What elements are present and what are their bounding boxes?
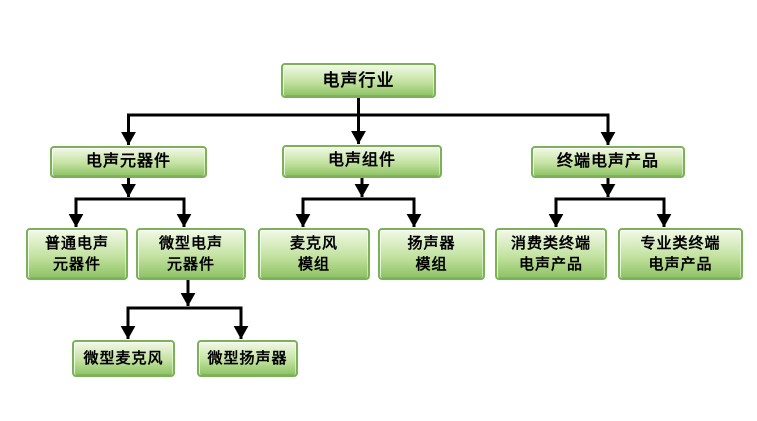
node-electroacoustic-modules: 电声组件 bbox=[282, 145, 442, 178]
node-microphone-module: 麦克风 模组 bbox=[258, 228, 370, 280]
node-micro-speaker: 微型扬声器 bbox=[197, 340, 298, 377]
node-electroacoustic-components: 电声元器件 bbox=[50, 146, 207, 178]
node-speaker-module: 扬声器 模组 bbox=[378, 228, 485, 280]
node-electroacoustic-industry: 电声行业 bbox=[281, 63, 436, 98]
node-micro-microphone: 微型麦克风 bbox=[72, 340, 175, 377]
node-terminal-electroacoustic-products: 终端电声产品 bbox=[531, 146, 685, 178]
node-consumer-terminal-products: 消费类终端 电声产品 bbox=[495, 228, 607, 280]
node-professional-terminal-products: 专业类终端 电声产品 bbox=[618, 228, 743, 280]
node-ordinary-electroacoustic-components: 普通电声 元器件 bbox=[26, 228, 128, 280]
node-micro-electroacoustic-components: 微型电声 元器件 bbox=[136, 228, 246, 280]
